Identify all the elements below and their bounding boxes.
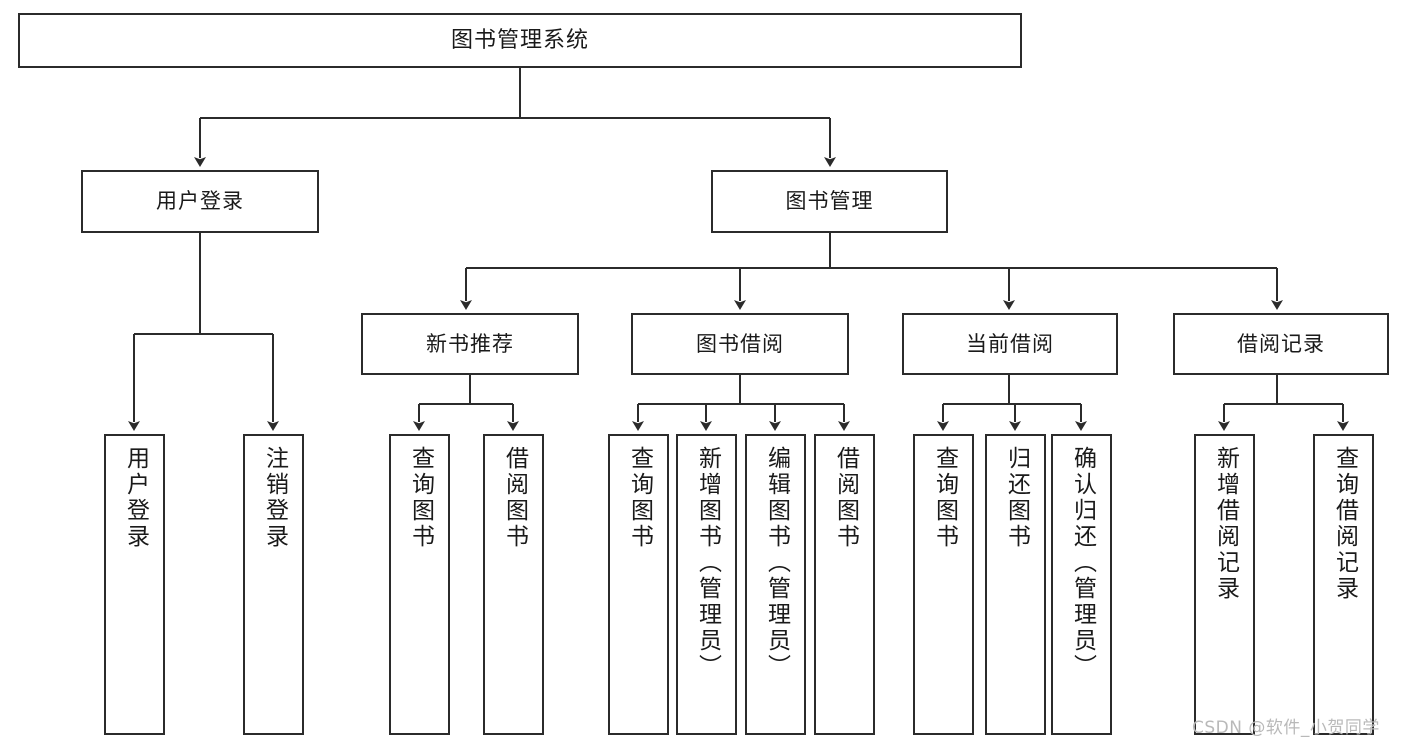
node-leaf-query-record-label: 查询借阅记录 [1331,446,1358,602]
node-leaf-query-book-3-label: 查询图书 [931,446,958,550]
node-leaf-borrow-book-1-label: 借阅图书 [501,446,528,550]
node-book-management[interactable]: 图书管理 [711,170,948,233]
node-book-borrow-label: 图书借阅 [696,331,784,356]
node-leaf-return-book[interactable]: 归还图书 [985,434,1046,735]
node-leaf-user-logout-label: 注销登录 [261,446,288,550]
node-user-login-label: 用户登录 [156,189,244,214]
node-leaf-return-book-label: 归还图书 [1003,446,1030,550]
node-new-book-recommend[interactable]: 新书推荐 [361,313,579,375]
node-leaf-add-book-label: 新增图书（管理员） [694,446,721,680]
node-leaf-edit-book[interactable]: 编辑图书（管理员） [745,434,806,735]
node-leaf-query-book-1[interactable]: 查询图书 [389,434,450,735]
node-root-label: 图书管理系统 [450,27,589,53]
csdn-watermark: CSDN @软件_小贺同学 [1192,718,1380,738]
node-leaf-edit-book-label: 编辑图书（管理员） [763,446,790,680]
node-new-book-recommend-label: 新书推荐 [426,331,514,356]
node-leaf-add-book[interactable]: 新增图书（管理员） [676,434,737,735]
node-leaf-user-login[interactable]: 用户登录 [104,434,165,735]
node-leaf-query-record[interactable]: 查询借阅记录 [1313,434,1374,735]
node-leaf-query-book-2[interactable]: 查询图书 [608,434,669,735]
node-leaf-borrow-book-2-label: 借阅图书 [832,446,859,550]
node-current-borrow[interactable]: 当前借阅 [902,313,1118,375]
node-book-management-label: 图书管理 [785,189,874,214]
node-book-borrow[interactable]: 图书借阅 [631,313,849,375]
node-leaf-confirm-return[interactable]: 确认归还（管理员） [1051,434,1112,735]
node-leaf-add-record[interactable]: 新增借阅记录 [1194,434,1255,735]
node-leaf-borrow-book-2[interactable]: 借阅图书 [814,434,875,735]
node-user-login[interactable]: 用户登录 [81,170,319,233]
node-leaf-user-logout[interactable]: 注销登录 [243,434,304,735]
node-leaf-user-login-label: 用户登录 [122,446,149,550]
node-leaf-query-book-2-label: 查询图书 [626,446,653,550]
node-borrow-record-label: 借阅记录 [1237,331,1325,356]
node-leaf-query-book-3[interactable]: 查询图书 [913,434,974,735]
node-borrow-record[interactable]: 借阅记录 [1173,313,1389,375]
node-current-borrow-label: 当前借阅 [966,331,1054,356]
node-leaf-borrow-book-1[interactable]: 借阅图书 [483,434,544,735]
node-root[interactable]: 图书管理系统 [18,13,1022,68]
node-leaf-confirm-return-label: 确认归还（管理员） [1069,446,1096,680]
node-leaf-query-book-1-label: 查询图书 [407,446,434,550]
node-leaf-add-record-label: 新增借阅记录 [1212,446,1239,602]
